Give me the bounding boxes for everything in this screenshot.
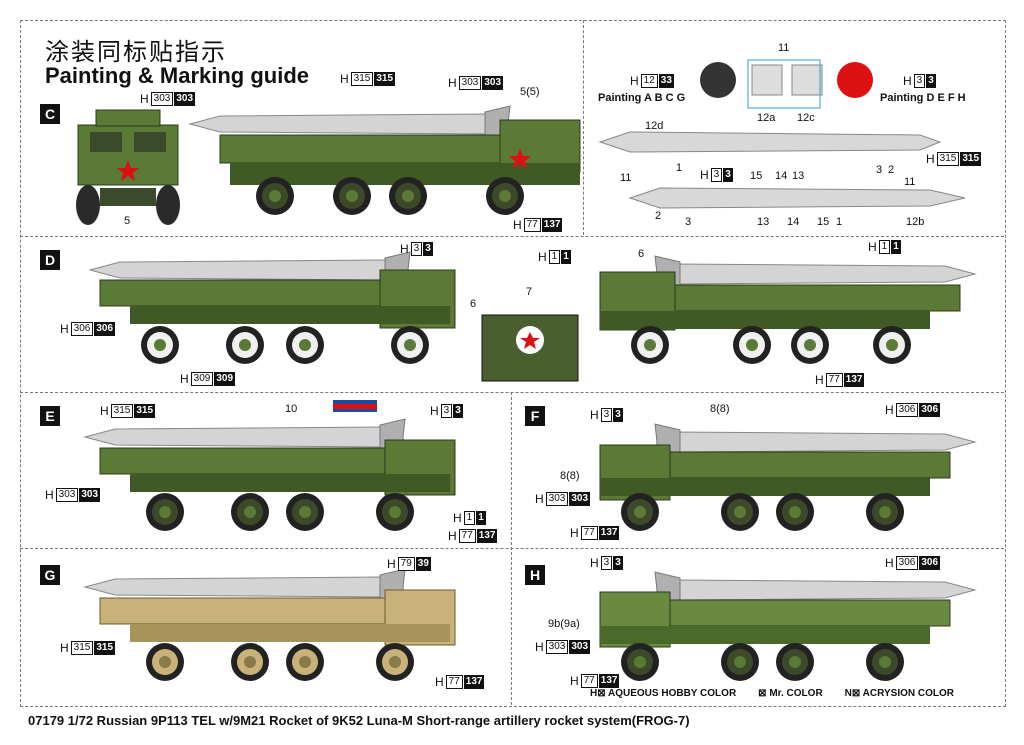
marking-number: 15 xyxy=(750,170,763,182)
detail-inset xyxy=(481,314,579,382)
marking-number: 9b(9a) xyxy=(548,618,580,630)
marking-number: 11 xyxy=(778,42,790,54)
divider xyxy=(20,548,1004,549)
marking-number: 2 xyxy=(888,164,895,176)
marking-number: 8(8) xyxy=(560,470,580,482)
title-chinese: 涂装同标贴指示 xyxy=(45,38,227,66)
marking-number: 14 xyxy=(775,170,788,182)
marking-number: 8(8) xyxy=(710,403,730,415)
marking-number: 12a xyxy=(757,112,776,124)
marking-number: 13 xyxy=(792,170,805,182)
marking-number: 11 xyxy=(904,176,916,188)
painting-scheme-label: Painting A B C G xyxy=(598,92,686,104)
truck-g xyxy=(84,568,456,681)
marking-number: 3 xyxy=(685,216,692,228)
marking-number: 10 xyxy=(285,403,298,415)
truck-d-left xyxy=(89,251,456,364)
painting-scheme-label: Painting D E F H xyxy=(880,92,966,104)
marking-number: 2 xyxy=(655,210,662,222)
marking-number: 12b xyxy=(906,216,925,228)
marking-number: 6 xyxy=(470,298,477,310)
panel-d-label: D xyxy=(40,250,60,270)
truck-d-right xyxy=(599,255,976,364)
truck-f xyxy=(599,423,976,531)
panel-e-label: E xyxy=(40,406,60,426)
marking-number: 7 xyxy=(526,286,533,298)
marking-number: 3 xyxy=(876,164,883,176)
panel-f-label: F xyxy=(525,406,545,426)
legend-mr-color: ⊠ Mr. COLOR xyxy=(758,688,823,699)
truck-c-side xyxy=(189,105,581,215)
color-legend: H⊠ AQUEOUS HOBBY COLOR ⊠ Mr. COLOR N⊠ AC… xyxy=(590,688,954,699)
divider xyxy=(20,392,1004,393)
truck-h xyxy=(599,571,976,681)
sheet-frame xyxy=(20,20,1006,707)
marking-number: 12d xyxy=(645,120,664,132)
truck-e xyxy=(84,400,456,531)
marking-number: 12c xyxy=(797,112,815,124)
panel-c-label: C xyxy=(40,104,60,124)
marking-number: 1 xyxy=(836,216,843,228)
product-title-footer: 07179 1/72 Russian 9P113 TEL w/9M21 Rock… xyxy=(28,713,690,728)
title-english: Painting & Marking guide xyxy=(45,63,310,88)
marking-number: 1 xyxy=(676,162,683,174)
panel-h-label: H xyxy=(525,565,545,585)
marking-number: 13 xyxy=(757,216,770,228)
rocket-top-view xyxy=(598,59,966,209)
legend-aqueous: H⊠ AQUEOUS HOBBY COLOR xyxy=(590,688,737,699)
marking-number: 15 xyxy=(817,216,830,228)
marking-number: 5(5) xyxy=(520,86,540,98)
marking-number: 14 xyxy=(787,216,800,228)
marking-number: 6 xyxy=(638,248,645,260)
panel-g-label: G xyxy=(40,565,60,585)
divider xyxy=(583,20,584,235)
legend-acrysion: N⊠ ACRYSION COLOR xyxy=(844,688,954,699)
marking-number: 5 xyxy=(124,215,131,227)
divider xyxy=(20,236,1004,237)
marking-number: 11 xyxy=(620,172,632,184)
truck-front-view xyxy=(76,109,180,225)
